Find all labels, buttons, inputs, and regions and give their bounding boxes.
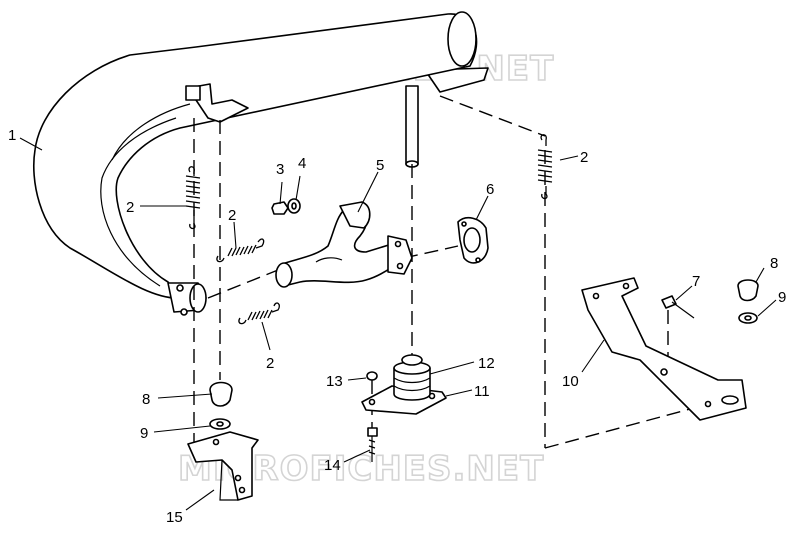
spring-middle-upper bbox=[216, 238, 265, 263]
callout-2-left: 2 bbox=[126, 199, 134, 216]
gasket bbox=[457, 216, 489, 264]
small-nut bbox=[366, 371, 378, 381]
callout-2-middle-lower: 2 bbox=[266, 355, 274, 372]
callout-13: 13 bbox=[326, 373, 343, 390]
callout-2-right: 2 bbox=[580, 149, 588, 166]
callout-6: 6 bbox=[486, 181, 494, 198]
callout-4: 4 bbox=[298, 155, 306, 172]
bracket-left bbox=[187, 431, 259, 501]
spring-middle-lower bbox=[238, 302, 280, 325]
washer-left bbox=[209, 418, 231, 430]
callout-2-middle-upper: 2 bbox=[228, 207, 236, 224]
bolt bbox=[367, 427, 378, 462]
y-pipe-header bbox=[275, 201, 413, 288]
callout-8-right: 8 bbox=[770, 255, 778, 272]
screw bbox=[661, 295, 695, 319]
callout-10: 10 bbox=[562, 373, 579, 390]
callout-1: 1 bbox=[8, 127, 16, 144]
callout-11: 11 bbox=[474, 383, 490, 400]
rubber-isolator bbox=[393, 354, 431, 401]
nut bbox=[271, 201, 289, 215]
grommet-right bbox=[737, 279, 759, 302]
callout-12: 12 bbox=[478, 355, 495, 372]
callout-14: 14 bbox=[324, 457, 341, 474]
leader-lines bbox=[19, 137, 777, 511]
washer bbox=[287, 198, 301, 214]
callout-5: 5 bbox=[376, 157, 384, 174]
callout-3: 3 bbox=[276, 161, 284, 178]
callout-15: 15 bbox=[166, 509, 183, 526]
grommet-left bbox=[209, 381, 233, 407]
washer-right bbox=[738, 312, 758, 324]
callout-9-left: 9 bbox=[140, 425, 148, 442]
bracket-right bbox=[581, 277, 747, 421]
callout-9-right: 9 bbox=[778, 289, 786, 306]
muffler-assembly bbox=[32, 11, 489, 316]
spring-right-vertical bbox=[537, 134, 553, 200]
spring-left-vertical bbox=[185, 166, 201, 230]
callout-7: 7 bbox=[692, 273, 700, 290]
stud-pin bbox=[405, 85, 419, 168]
callout-numbers: 1 2 2 2 2 3 4 5 6 7 8 9 10 11 12 13 14 8… bbox=[8, 127, 786, 526]
callout-8-left: 8 bbox=[142, 391, 150, 408]
